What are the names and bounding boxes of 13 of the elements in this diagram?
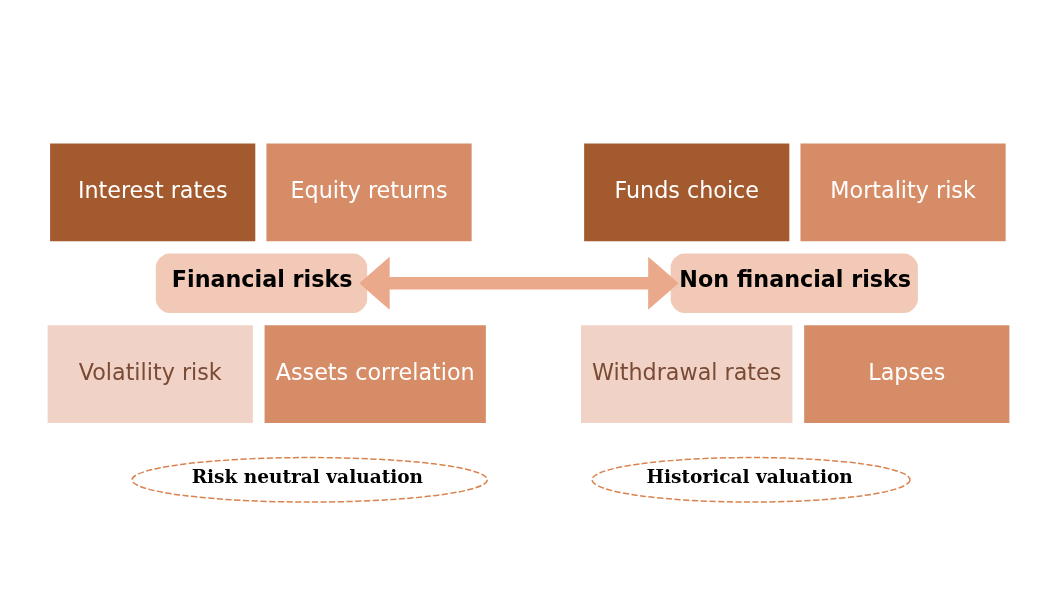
arrow (359, 256, 679, 310)
node-box: Non financial risks (668, 251, 921, 316)
node-box: Interest rates (50, 143, 256, 242)
node-ellipse: Historical valuation (591, 456, 911, 503)
node-box: Equity returns (266, 143, 472, 242)
node-box: Financial risks (153, 251, 370, 316)
node-box: Mortality risk (800, 143, 1006, 242)
node-box: Lapses (804, 325, 1010, 423)
node-box: Assets correlation (264, 325, 486, 423)
node-box: Withdrawal rates (581, 325, 793, 423)
node-box: Funds choice (584, 143, 790, 242)
node-box: Volatility risk (47, 325, 253, 423)
node-ellipse: Risk neutral valuation (131, 456, 489, 503)
